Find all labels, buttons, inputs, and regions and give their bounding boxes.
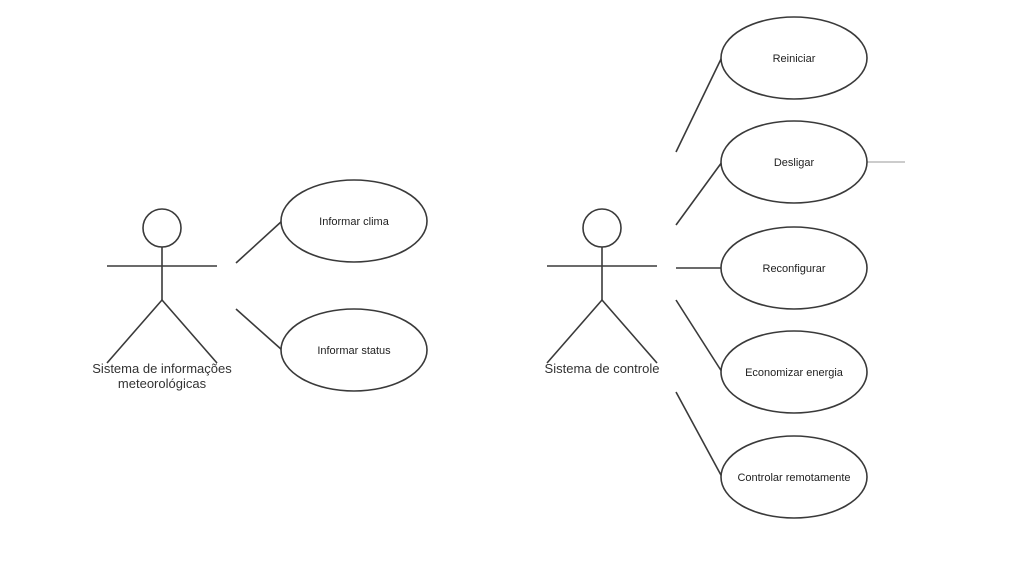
actor-left-leg	[106, 299, 163, 364]
actor-head	[142, 208, 182, 248]
use-case-ellipse[interactable]	[720, 120, 868, 204]
actor-right-leg	[601, 299, 658, 364]
actor-head	[582, 208, 622, 248]
actor-label: Sistema de controle	[545, 361, 660, 376]
use-case-controlar-remotamente[interactable]: Controlar remotamente	[720, 435, 868, 519]
actor-right-leg	[161, 299, 218, 364]
use-case-economizar-energia[interactable]: Economizar energia	[720, 330, 868, 414]
use-case-ellipse[interactable]	[720, 330, 868, 414]
actor-weather-system: Sistema de informações meteorológicas	[92, 208, 232, 391]
use-case-reconfigurar[interactable]: Reconfigurar	[720, 226, 868, 310]
use-case-label: Reconfigurar	[763, 263, 826, 275]
use-case-label: Reiniciar	[773, 53, 816, 65]
actor-label-line2: meteorológicas	[118, 376, 207, 391]
use-case-ellipse[interactable]	[720, 16, 868, 100]
use-case-label: Informar clima	[319, 216, 390, 228]
use-case-ellipse[interactable]	[280, 308, 428, 392]
actor-label-line1: Sistema de informações	[92, 361, 232, 376]
use-case-label: Controlar remotamente	[737, 472, 850, 484]
use-case-ellipse[interactable]	[720, 435, 868, 519]
use-case-label: Desligar	[774, 157, 815, 169]
association-line	[235, 308, 283, 351]
use-case-informar-clima[interactable]: Informar clima	[280, 179, 428, 263]
association-line	[675, 391, 723, 478]
association-line	[675, 56, 723, 153]
use-case-reiniciar[interactable]: Reiniciar	[720, 16, 868, 100]
association-line	[675, 299, 723, 373]
actor-control-system: Sistema de controle	[545, 208, 660, 376]
use-case-informar-status[interactable]: Informar status	[280, 308, 428, 392]
use-case-label: Informar status	[317, 345, 391, 357]
use-case-ellipse[interactable]	[280, 179, 428, 263]
association-line	[235, 220, 283, 264]
actor-left-leg	[546, 299, 603, 364]
association-line	[675, 161, 723, 226]
use-case-desligar[interactable]: Desligar	[720, 120, 868, 204]
use-case-ellipse[interactable]	[720, 226, 868, 310]
use-case-label: Economizar energia	[745, 367, 844, 379]
